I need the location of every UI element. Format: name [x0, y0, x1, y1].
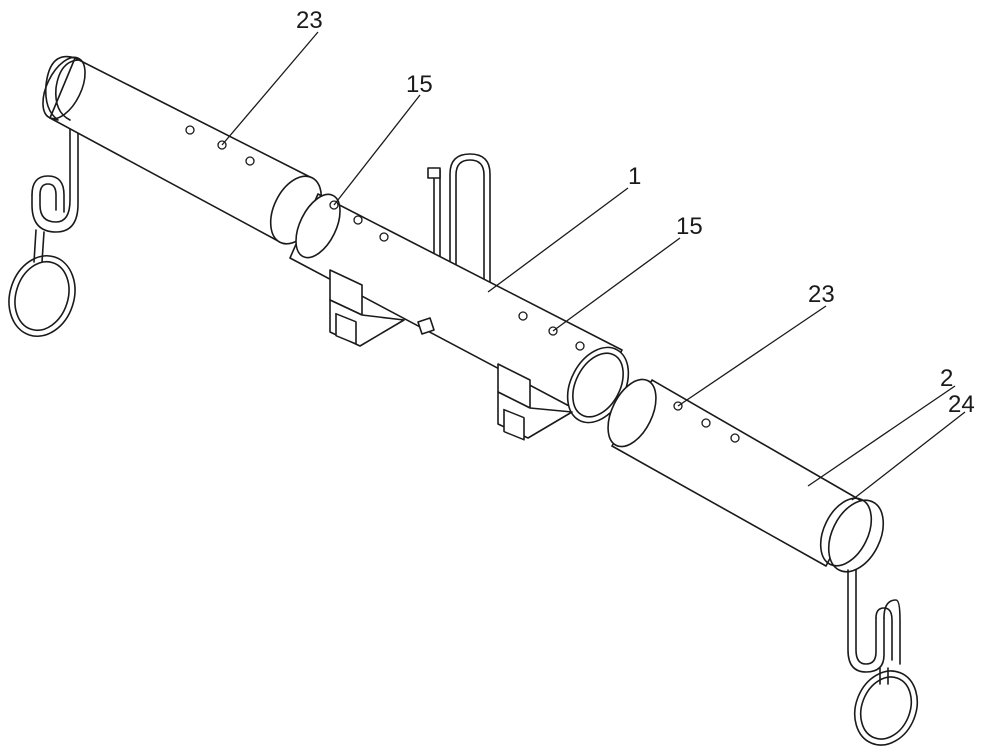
reference-labels: 23 15 1 15 23 2 24 [296, 7, 975, 418]
left-end-tube [42, 55, 323, 245]
main-tube-hole-2 [353, 215, 363, 225]
right-end-tube [607, 378, 861, 567]
left-bracket-window [335, 312, 357, 345]
label-main-tube: 1 [628, 163, 641, 190]
leader-lines [221, 31, 966, 501]
label-right-pin-hole: 15 [676, 213, 703, 240]
main-tube-hole-4 [518, 311, 528, 321]
main-tube-hole-3 [379, 232, 389, 242]
left-tube-hole-1 [185, 125, 195, 135]
end-cap [819, 497, 885, 573]
main-tube [289, 153, 630, 441]
right-bracket-window [503, 408, 525, 441]
label-left-pin-hole: 15 [406, 71, 433, 98]
right-hanger [847, 569, 919, 746]
label-left-end-tube: 23 [296, 7, 323, 34]
left-tube-hole-3 [245, 156, 255, 166]
label-right-tube-holes: 23 [808, 281, 835, 308]
clip-tab [427, 167, 441, 179]
main-tube-hole-6 [575, 341, 585, 351]
right-tube-hole-3 [730, 433, 740, 443]
label-right-end-tube: 2 [940, 365, 953, 392]
right-tube-hole-2 [701, 418, 711, 428]
left-hanger [8, 124, 79, 338]
label-end-cap: 24 [948, 391, 975, 418]
